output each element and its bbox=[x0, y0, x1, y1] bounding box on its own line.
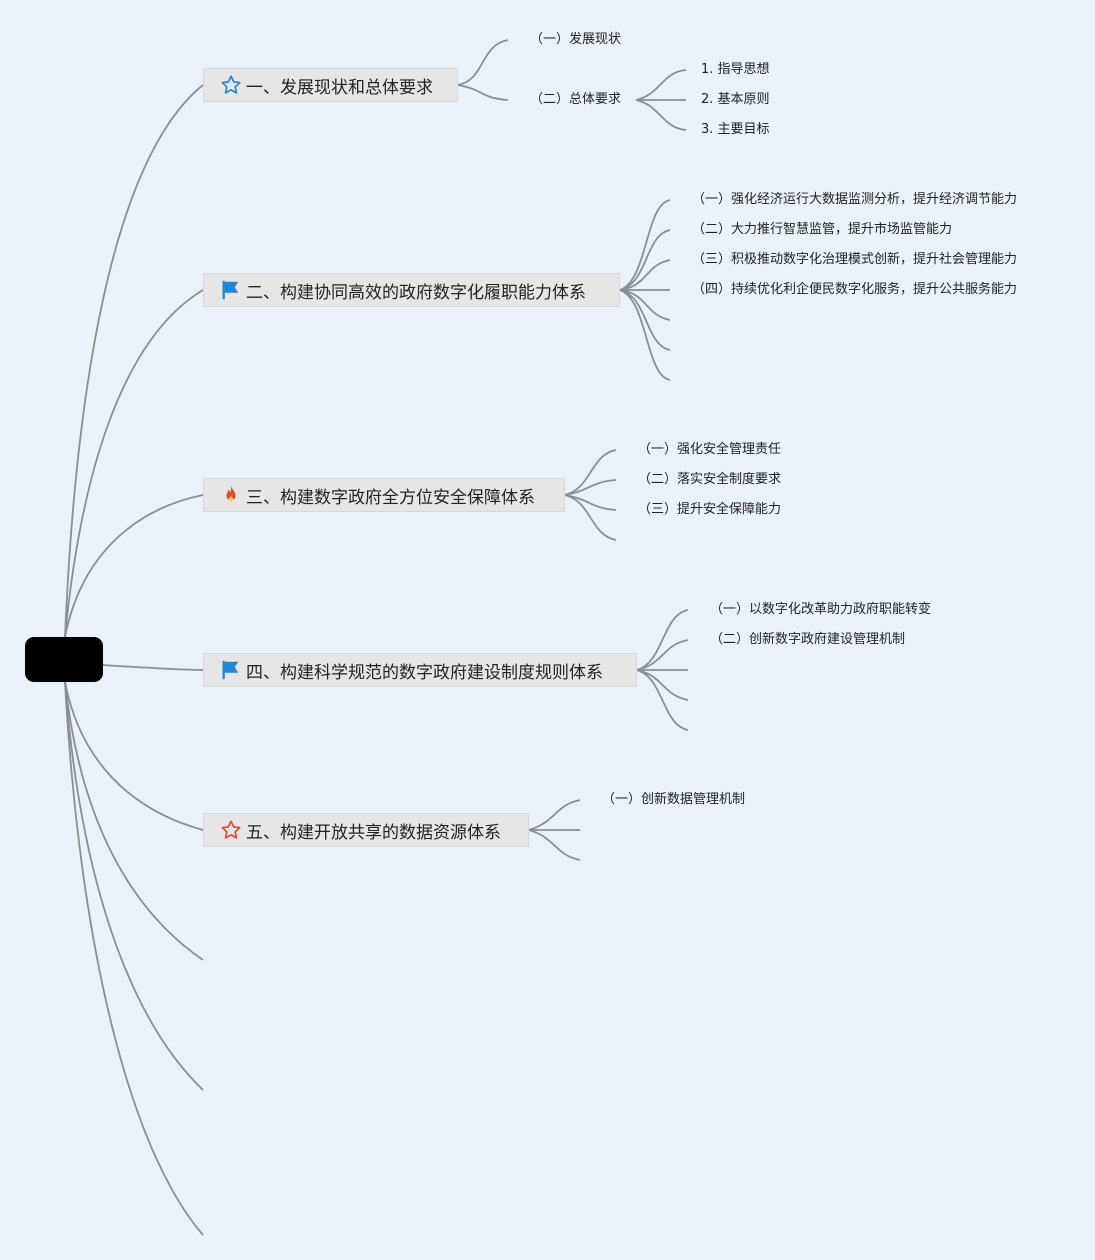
branch-node-4[interactable]: 四、构建科学规范的数字政府建设制度规则体系 bbox=[203, 653, 637, 687]
leaf-node[interactable]: （一）强化安全管理责任 bbox=[638, 442, 782, 457]
branch-label: 二、构建协同高效的政府数字化履职能力体系 bbox=[246, 282, 586, 303]
leaf-node[interactable]: （三）积极推动数字化治理模式创新，提升社会管理能力 bbox=[692, 252, 1018, 267]
leaf-node[interactable]: （三）提升安全保障能力 bbox=[638, 502, 782, 517]
branch-node-5[interactable]: 五、构建开放共享的数据资源体系 bbox=[203, 813, 529, 847]
leaf-node[interactable]: （一）发展现状 bbox=[530, 32, 622, 47]
branch-label: 一、发展现状和总体要求 bbox=[246, 77, 433, 98]
branch-label: 四、构建科学规范的数字政府建设制度规则体系 bbox=[246, 662, 603, 683]
star-outline-red-icon bbox=[220, 819, 242, 841]
leaf-node[interactable]: （二）创新数字政府建设管理机制 bbox=[710, 632, 906, 647]
branch-label: 五、构建开放共享的数据资源体系 bbox=[246, 822, 501, 843]
leaf-node[interactable]: （二）总体要求 bbox=[530, 92, 622, 107]
leaf-node[interactable]: （一）创新数据管理机制 bbox=[602, 792, 746, 807]
star-outline-blue-icon bbox=[220, 74, 242, 96]
flag-blue-icon bbox=[220, 279, 242, 301]
flag-blue-icon bbox=[220, 659, 242, 681]
leaf-node[interactable]: 3. 主要目标 bbox=[701, 122, 770, 137]
branch-node-3[interactable]: 三、构建数字政府全方位安全保障体系 bbox=[203, 478, 565, 512]
fire-icon bbox=[220, 484, 242, 506]
leaf-node[interactable]: 1. 指导思想 bbox=[701, 62, 770, 77]
branch-label: 三、构建数字政府全方位安全保障体系 bbox=[246, 487, 535, 508]
leaf-node[interactable]: 2. 基本原则 bbox=[701, 92, 770, 107]
branch-node-1[interactable]: 一、发展现状和总体要求 bbox=[203, 68, 458, 102]
leaf-node[interactable]: （四）持续优化利企便民数字化服务，提升公共服务能力 bbox=[692, 282, 1018, 297]
leaf-node[interactable]: （一）强化经济运行大数据监测分析，提升经济调节能力 bbox=[692, 192, 1018, 207]
leaf-node[interactable]: （二）落实安全制度要求 bbox=[638, 472, 782, 487]
leaf-node[interactable]: （二）大力推行智慧监管，提升市场监管能力 bbox=[692, 222, 953, 237]
leaf-node[interactable]: （一）以数字化改革助力政府职能转变 bbox=[710, 602, 932, 617]
branch-node-2[interactable]: 二、构建协同高效的政府数字化履职能力体系 bbox=[203, 273, 620, 307]
root-node[interactable] bbox=[25, 637, 103, 682]
